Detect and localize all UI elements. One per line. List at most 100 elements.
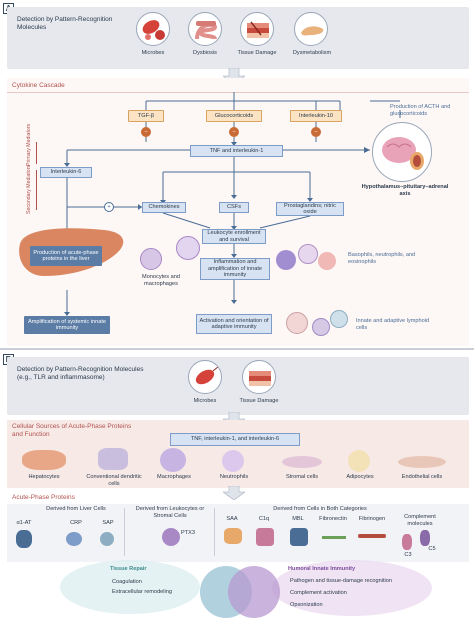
dendritic-cell (98, 448, 128, 470)
venn-right-circle (228, 566, 280, 618)
humoral-item-opsonization: Opsonization (290, 602, 323, 608)
c1q-shape (256, 528, 274, 546)
inflammation-box: Inflammation and amplification of innate… (200, 258, 270, 280)
lymphoid-cell-3 (330, 310, 348, 328)
crp-shape (66, 532, 82, 546)
panel-divider (0, 348, 474, 350)
inhibit-sign-gluco: − (229, 127, 239, 137)
humoral-title: Humoral Innate Immunity (288, 566, 356, 572)
cell-label-dendritic: Conventional dendritic cells (86, 474, 142, 487)
humoral-bg (272, 560, 432, 616)
adipocyte-cell (348, 450, 370, 472)
ptx3-shape (162, 528, 180, 546)
panel-a-header (7, 7, 469, 69)
down-arrow-b2 (223, 486, 245, 500)
protein-c1q: C1q (258, 516, 270, 522)
protein-c5: C5 (428, 546, 436, 552)
alpha1-at-shape (16, 530, 32, 548)
inhibit-sign-il10: − (311, 127, 321, 137)
hpa-circle (372, 122, 432, 182)
protein-alpha1-at: α1-AT (16, 520, 32, 526)
hepatocyte-cell (22, 450, 66, 470)
tissue-icon (247, 21, 269, 38)
c5-shape (420, 530, 430, 546)
eosinophil-cell (318, 252, 336, 270)
mbl-shape (290, 528, 308, 546)
tissue-damage-circle (240, 12, 274, 46)
protein-ptx3: PTX3 (181, 530, 195, 536)
basophils-label: Basophils, neutrophils, and eosinophils (348, 252, 416, 265)
cell-label-hepatocytes: Hepatocytes (28, 474, 60, 480)
c3-shape (402, 534, 412, 550)
inhibit-sign-tgf: − (141, 127, 151, 137)
stromal-cell (282, 456, 322, 468)
protein-fibrinogen: Fibrinogen (358, 516, 386, 522)
b-microbes-icon (195, 365, 220, 385)
tgf-beta-box: TGF-β (128, 110, 164, 122)
neutrophil-b-cell (222, 450, 244, 472)
app-divider-2 (214, 508, 215, 556)
fibrinogen-shape (358, 534, 386, 538)
macrophage-b-cell (160, 448, 186, 472)
trigger-label-microbes: Microbes (141, 50, 165, 56)
protein-mbl: MBL (292, 516, 304, 522)
b-tissue-circle (242, 360, 276, 394)
panel-a-header-text: Detection by Pattern-Recognition Molecul… (17, 16, 113, 31)
repair-title: Tissue Repair (110, 566, 147, 572)
protein-crp: CRP (70, 520, 82, 526)
amplification-box: Amplification of systemic innate immunit… (24, 316, 110, 334)
cell-label-adipocytes: Adipocytes (346, 474, 374, 480)
pancreas-icon (301, 26, 324, 36)
activation-box: Activation and orientation of adaptive i… (196, 314, 272, 334)
both-derived-label: Derived from Cells in Both Categories (273, 506, 367, 512)
cell-label-stromal: Stromal cells (285, 474, 319, 480)
hpa-label: Hypothalamus–pituitary–adrenal axis (361, 184, 449, 197)
dysbiosis-circle (188, 12, 222, 46)
lymphoid-label: Innate and adaptive lymphoid cells (356, 318, 430, 331)
primary-mediators-label: Primary Mediators (26, 123, 32, 166)
secondary-mediator-bracket (36, 170, 37, 210)
saa-shape (224, 528, 242, 544)
trigger-label-dysbiosis: Dysbiosis (193, 50, 217, 56)
basophil-cell (276, 250, 296, 270)
repair-item-remodeling: Extracellular remodeling (112, 589, 173, 595)
interleukin-6-box: Interleukin-6 (40, 167, 92, 178)
b-trigger-microbes: Microbes (193, 398, 217, 404)
microbes-circle (136, 12, 170, 46)
app-divider-1 (124, 508, 125, 556)
humoral-item-complement: Complement activation (290, 590, 347, 596)
protein-complement: Complement molecules (404, 514, 436, 527)
trigger-label-dysmetabolism: Dysmetabolism (292, 50, 332, 56)
interleukin-10-box: Interleukin-10 (290, 110, 342, 122)
panel-b-header (7, 357, 469, 415)
cytokine-cascade-title: Cytokine Cascade (12, 82, 65, 89)
tissue-repair-bg (60, 560, 200, 614)
primary-mediator-bracket (36, 142, 37, 164)
monocyte-cell (140, 248, 162, 270)
trigger-label-tissue-damage: Tissue Damage (237, 50, 277, 56)
acute-phase-liver-box: Production of acute-phase proteins in th… (30, 246, 102, 266)
plus-sign: + (104, 202, 114, 212)
neutrophil-cell (298, 244, 318, 264)
brain-icon (382, 137, 424, 170)
prostaglandins-box: Prostaglandins; nitric oxide (276, 202, 344, 216)
protein-sap: SAP (102, 520, 114, 526)
humoral-item-recognition: Pathogen and tissue-damage recognition (290, 578, 393, 584)
b-microbes-circle (188, 360, 222, 394)
cell-label-endothelial: Endothelial cells (401, 474, 443, 480)
glucocorticoids-box: Glucocorticoids (206, 110, 262, 122)
protein-saa: SAA (226, 516, 238, 522)
leuk-derived-label: Derived from Leukocytes or Stromal Cells (135, 506, 205, 519)
lymphoid-cell-2 (312, 318, 330, 336)
repair-item-coagulation: Coagulation (112, 579, 142, 585)
acth-note: Production of ACTH and glucocorticoids (390, 104, 451, 117)
app-title: Acute-Phase Proteins (12, 494, 75, 501)
cascade-rule (7, 92, 469, 93)
b-trigger-tissue-damage: Tissue Damage (239, 398, 279, 404)
endothelial-cell (398, 456, 446, 468)
secondary-mediators-label: Secondary Mediators (26, 164, 32, 214)
fibronectin-shape (322, 536, 346, 539)
sources-title: Cellular Sources of Acute-Phase Proteins… (12, 423, 132, 438)
tnf-il1-box: TNF and interleukin-1 (190, 145, 283, 157)
